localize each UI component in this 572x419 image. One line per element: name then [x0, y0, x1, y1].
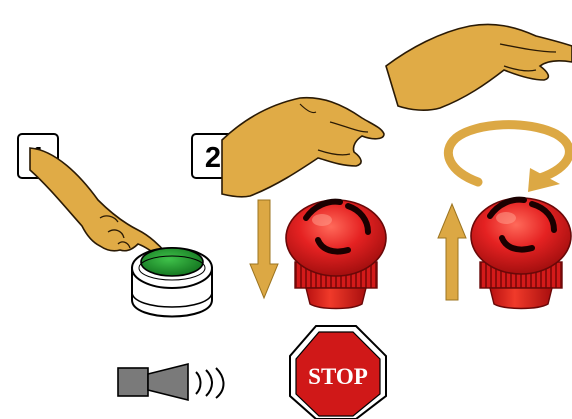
emergency-stop-button-icon — [286, 200, 386, 309]
push-arrow-icon — [250, 200, 278, 298]
step-2-number: 2 — [205, 142, 221, 174]
open-hand-icon-step-3 — [386, 24, 572, 110]
rotate-arrow-icon — [448, 125, 569, 192]
stop-sign-icon: STOP — [290, 326, 386, 419]
step-1: 1 — [18, 134, 212, 317]
horn-icon — [118, 364, 224, 400]
pull-arrow-icon — [438, 204, 466, 300]
step-3: 3 — [386, 24, 572, 308]
emergency-stop-button-icon-step-3 — [471, 198, 571, 309]
pointing-hand-icon — [30, 148, 166, 258]
open-hand-icon — [222, 98, 384, 197]
step-2: 2 — [192, 98, 386, 309]
stop-sign-text: STOP — [308, 364, 368, 389]
green-push-button-icon — [132, 248, 212, 317]
